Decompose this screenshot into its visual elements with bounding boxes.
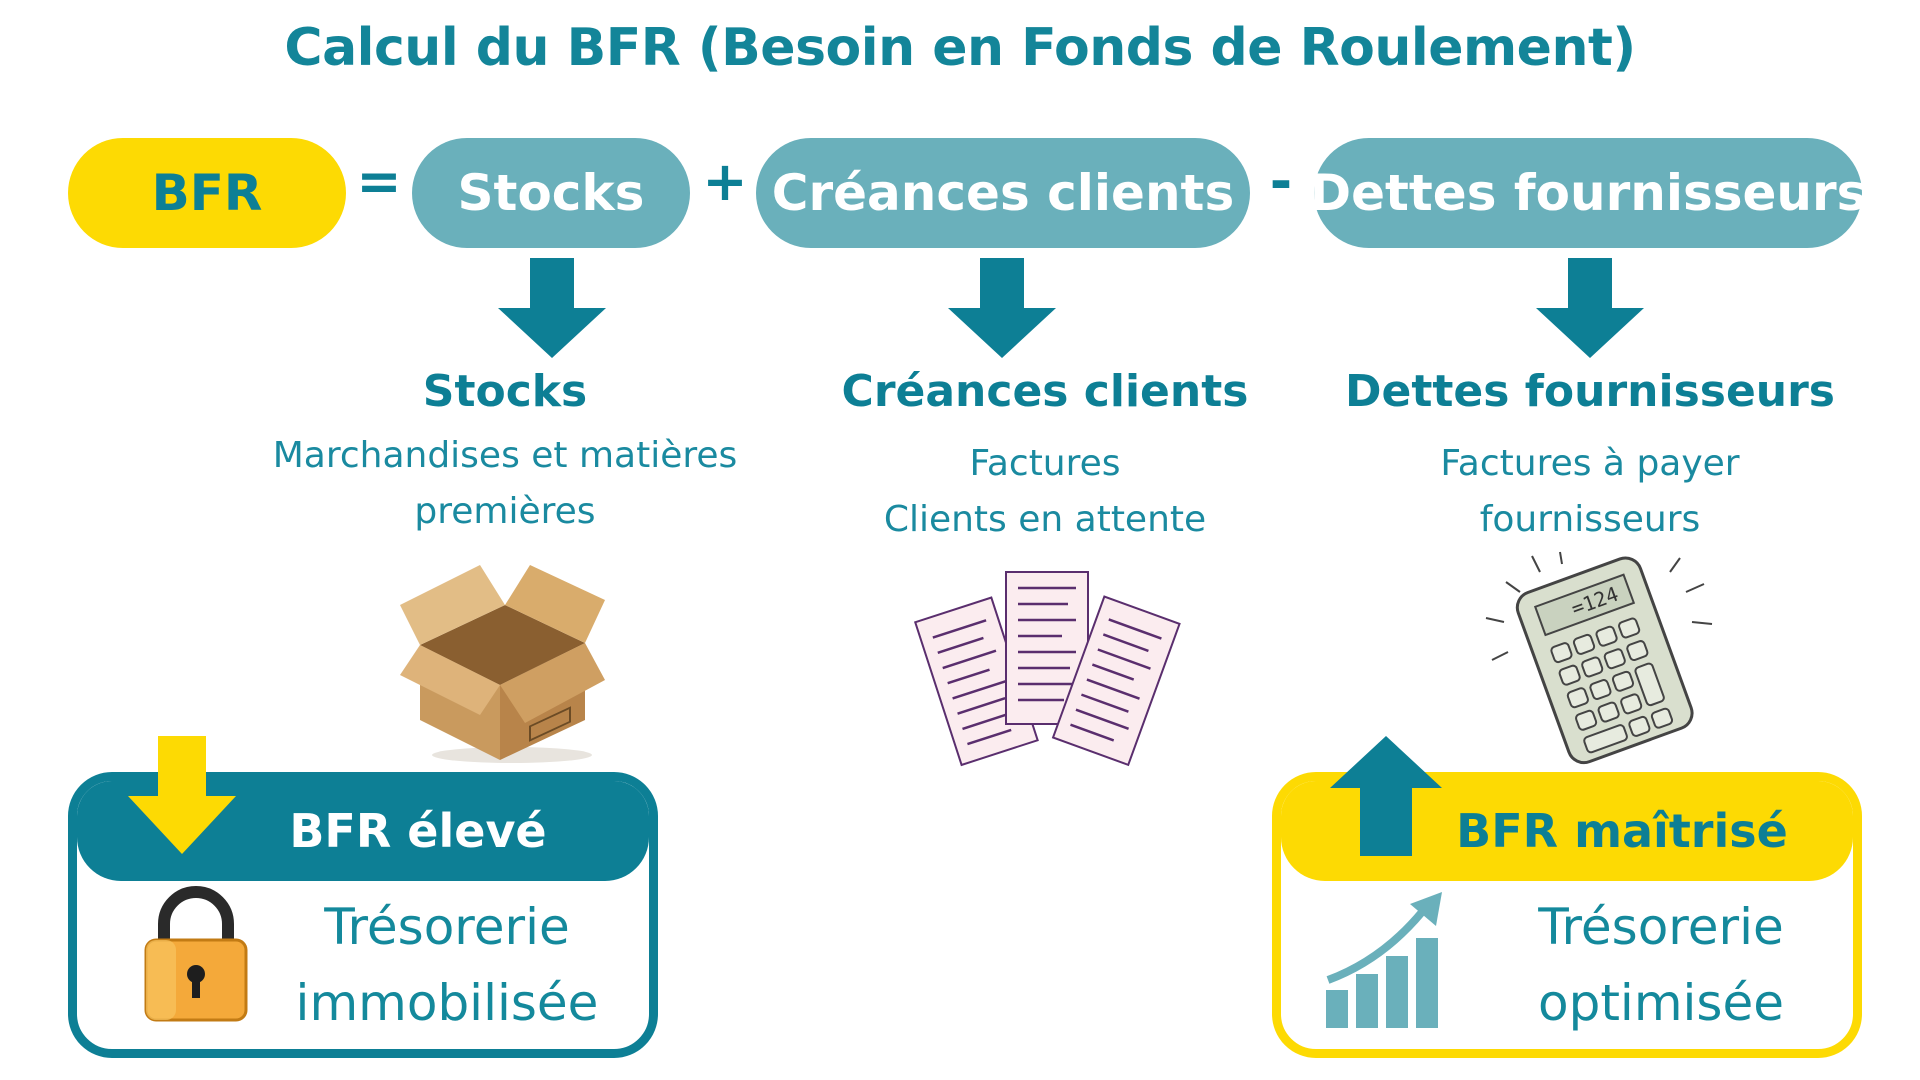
dettes-title: Dettes fournisseurs [1344, 366, 1835, 417]
stocks-line-1: Marchandises et matières [272, 435, 738, 476]
plus-sign: + [702, 150, 748, 213]
dettes-line-1: Factures à payer [1440, 443, 1740, 484]
arrow-down-icon [1536, 258, 1644, 358]
bfr-controlled-box: BFR maîtrisé Trésorerie optimisée [1272, 772, 1862, 1058]
bfr-pill: BFR [68, 138, 346, 248]
bfr-controlled-line-2: optimisée [1538, 974, 1784, 1032]
bfr-controlled-line-1: Trésorerie [1538, 898, 1784, 956]
dettes-line-2: fournisseurs [1479, 499, 1701, 540]
creances-title: Créances clients [841, 366, 1249, 417]
bfr-high-line-2: immobilisée [295, 974, 599, 1032]
page-title: Calcul du BFR (Besoin en Fonds de Roulem… [284, 18, 1636, 78]
dettes-pill: Dettes fournisseurs [1310, 138, 1866, 248]
bfr-high-text: Trésorerie immobilisée [247, 889, 647, 1041]
equals-sign: = [356, 150, 402, 213]
creances-line-2: Clients en attente [883, 499, 1207, 540]
growth-chart-icon [1326, 892, 1442, 1028]
creances-line-1: Factures [969, 443, 1121, 484]
arrow-up-icon [1330, 736, 1442, 856]
bfr-high-line-1: Trésorerie [324, 898, 570, 956]
stocks-description: Marchandises et matières premières [220, 428, 790, 540]
bfr-high-title: BFR élevé [77, 781, 649, 881]
bfr-controlled-text: Trésorerie optimisée [1471, 889, 1851, 1041]
stocks-title: Stocks [422, 366, 588, 417]
minus-sign: - [1269, 150, 1293, 213]
stocks-line-2: premières [414, 491, 596, 532]
stocks-pill: Stocks [412, 138, 690, 248]
calculator-icon: =124 [1485, 551, 1713, 765]
creances-description: Factures Clients en attente [790, 436, 1300, 548]
invoices-icon [913, 571, 1181, 767]
arrow-down-icon [498, 258, 606, 358]
cardboard-box-icon [400, 565, 605, 763]
dettes-description: Factures à payer fournisseurs [1330, 436, 1850, 548]
padlock-icon [144, 886, 248, 1022]
arrow-down-yellow-icon [128, 736, 236, 854]
creances-pill: Créances clients [756, 138, 1250, 248]
arrow-down-icon [948, 258, 1056, 358]
